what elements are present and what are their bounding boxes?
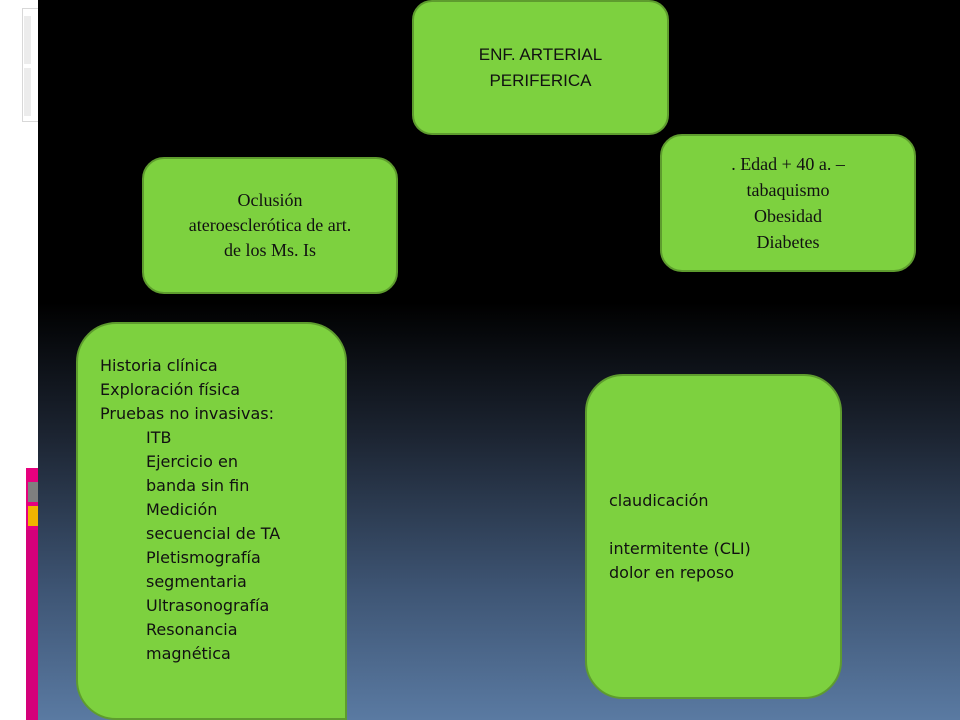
title-node: ENF. ARTERIAL PERIFERICA [412,0,669,135]
symptoms-line: intermitente (CLI) [609,538,751,558]
symptoms-line: claudicación [609,490,709,510]
occlusion-line: de los Ms. Is [223,240,316,260]
diagnosis-node: Historia clínica Exploración física Prue… [76,322,347,720]
risk-line: tabaquismo [746,180,830,200]
risk-line: Diabetes [756,232,820,252]
decorative-bar [24,16,31,64]
decorative-gold-square [28,506,38,526]
title-line: ENF. ARTERIAL [478,44,603,64]
decorative-grey-square [28,482,38,502]
symptoms-node: claudicación intermitente (CLI) dolor en… [585,374,842,699]
occlusion-line: ateroesclerótica de art. [188,215,352,235]
diagnosis-line: Pruebas no invasivas: [100,404,274,423]
diagnosis-subline: Ejercicio en [146,452,238,471]
decorative-pink-bar [26,530,38,720]
diagnosis-subline: banda sin fin [146,476,250,495]
risk-line: . Edad + 40 a. – [731,154,845,174]
occlusion-node: Oclusión ateroesclerótica de art. de los… [142,157,398,294]
decorative-bar [24,68,31,116]
diagnosis-subline: Medición [146,500,218,519]
risk-factors-node: . Edad + 40 a. – tabaquismo Obesidad Dia… [660,134,916,272]
diagnosis-subline: magnética [146,644,231,663]
spacer [609,513,840,537]
diagnosis-subline: Ultrasonografía [146,596,270,615]
diagnosis-subline: Resonancia [146,620,238,639]
risk-line: Obesidad [754,206,822,226]
title-line: PERIFERICA [489,70,592,90]
diagnosis-subline: segmentaria [146,572,247,591]
diagnosis-subline: Pletismografía [146,548,261,567]
symptoms-line: dolor en reposo [609,562,735,582]
occlusion-line: Oclusión [237,190,303,210]
diagnosis-subline: ITB [146,428,172,447]
slide-canvas: ENF. ARTERIAL PERIFERICA Oclusión ateroe… [38,0,960,720]
diagnosis-line: Exploración física [100,380,241,399]
diagnosis-line: Historia clínica [100,356,218,375]
diagnosis-subline: secuencial de TA [146,524,281,543]
